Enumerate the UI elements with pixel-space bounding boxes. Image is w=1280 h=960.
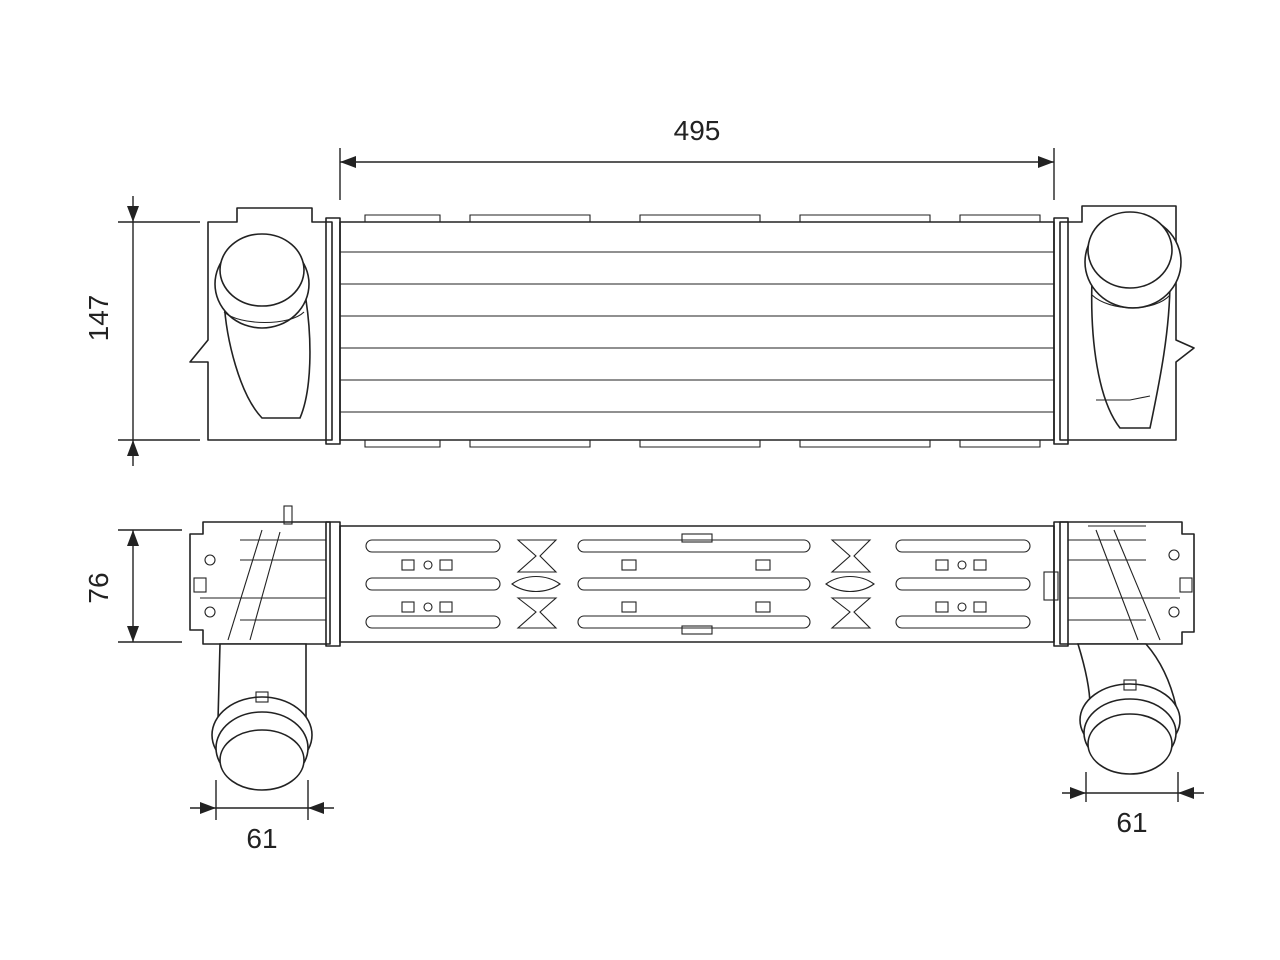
bottom-view-left-end-plate — [325, 521, 341, 647]
dimension-left-pipe-label: 61 — [246, 823, 277, 854]
bottom-view-left-pipe — [211, 643, 313, 791]
top-view-core-tubes — [340, 251, 1054, 413]
top-view-right-side-plate — [1053, 217, 1069, 445]
bottom-view: 76 61 61 — [83, 505, 1204, 854]
dimension-right-pipe-label: 61 — [1116, 807, 1147, 838]
dimension-top-length-label: 495 — [674, 115, 721, 146]
dimension-bottom-depth: 76 — [83, 529, 182, 643]
dimension-top-height-label: 147 — [83, 295, 114, 342]
bottom-view-left-bracket — [189, 521, 331, 645]
dimension-left-pipe: 61 — [190, 780, 334, 854]
bottom-view-right-end-plate — [1053, 521, 1069, 647]
top-view-right-end-tank — [1059, 205, 1195, 441]
dimension-top-height: 147 — [83, 196, 200, 466]
dimension-bottom-depth-label: 76 — [83, 572, 114, 603]
top-view: 495 147 — [83, 115, 1195, 466]
top-view-clip-tabs — [364, 214, 1041, 448]
bottom-view-core — [339, 525, 1055, 643]
top-view-right-pipe — [1084, 211, 1182, 429]
top-view-left-end-tank — [189, 207, 333, 441]
dimension-top-length: 495 — [339, 115, 1055, 200]
bottom-view-bracket-holes — [193, 549, 1193, 618]
top-view-left-side-plate — [325, 217, 341, 445]
bottom-view-right-pipe — [1076, 643, 1181, 775]
top-view-core — [339, 221, 1055, 441]
bottom-view-core-slots — [365, 533, 1031, 635]
bottom-view-right-tank-details — [1043, 525, 1180, 641]
top-view-left-pipe — [214, 233, 311, 419]
bottom-view-left-tank-details — [200, 505, 326, 641]
dimension-right-pipe: 61 — [1062, 772, 1204, 838]
bottom-view-stiffeners — [511, 539, 875, 629]
